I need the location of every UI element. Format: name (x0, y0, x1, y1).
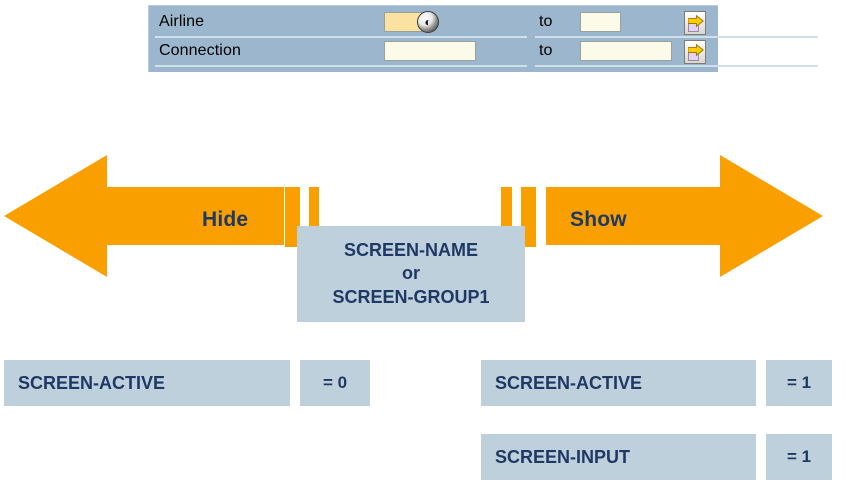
field-label-airline: Airline (159, 13, 205, 30)
row-underline (155, 65, 527, 67)
search-help-disc (417, 11, 439, 33)
connection-from-input[interactable] (384, 41, 476, 61)
search-help-glyph: ◐ (424, 15, 432, 29)
center-box-line-2: or (402, 263, 420, 284)
result-box-right-field-1: SCREEN-ACTIVE (481, 360, 756, 406)
connector-tick (501, 187, 512, 235)
result-box-right-field-2: SCREEN-INPUT (481, 434, 756, 480)
show-arrow-label: Show (570, 208, 627, 231)
row-underline (535, 36, 818, 38)
result-box-right-value-1: = 1 (766, 360, 832, 406)
yellow-arrow-icon (687, 43, 704, 57)
connector-tick (309, 187, 319, 235)
selection-row-airline: Airline ◐ to (149, 10, 818, 38)
multiple-selection-button-connection[interactable] (684, 40, 706, 64)
selection-screen-panel: Airline ◐ to Connection to (148, 5, 818, 72)
result-box-right-value-2: = 1 (766, 434, 832, 480)
multiple-selection-button-airline[interactable] (684, 11, 706, 35)
result-field-name: SCREEN-ACTIVE (18, 372, 166, 393)
result-box-left-value: = 0 (300, 360, 370, 406)
search-help-icon[interactable]: ◐ (417, 11, 439, 33)
row-underline (155, 36, 527, 38)
screen-field-center-box: SCREEN-NAME or SCREEN-GROUP1 (297, 226, 525, 322)
connection-to-input[interactable] (580, 41, 672, 61)
airline-to-input[interactable] (580, 12, 621, 32)
result-box-left-field: SCREEN-ACTIVE (4, 360, 290, 406)
result-field-value: = 1 (786, 373, 812, 392)
center-box-line-3: SCREEN-GROUP1 (332, 286, 490, 307)
result-field-name: SCREEN-INPUT (495, 446, 631, 467)
field-label-connection: Connection (159, 42, 241, 59)
connector-tick (285, 187, 300, 247)
result-field-name: SCREEN-ACTIVE (495, 372, 643, 393)
hide-arrow (4, 155, 284, 277)
yellow-arrow-icon (687, 14, 704, 28)
selection-row-connection: Connection to (149, 39, 818, 67)
row-underline (535, 65, 818, 67)
center-box-line-1: SCREEN-NAME (343, 240, 478, 261)
range-separator-to: to (539, 13, 553, 30)
result-field-value: = 0 (322, 373, 348, 392)
result-field-value: = 1 (786, 447, 812, 466)
range-separator-to: to (539, 42, 553, 59)
hide-arrow-label: Hide (202, 208, 249, 231)
show-arrow (546, 155, 823, 277)
